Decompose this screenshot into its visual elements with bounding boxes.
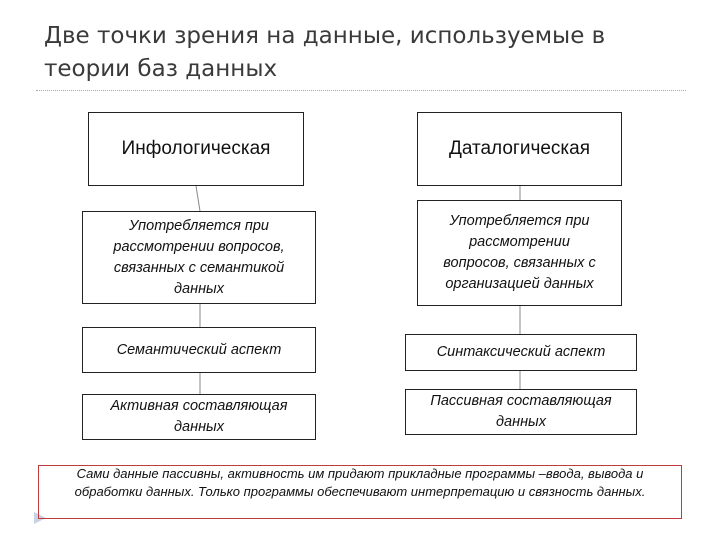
infological-box: Инфологическая — [88, 112, 304, 186]
semantic-aspect-box: Семантический аспект — [82, 327, 316, 373]
infological-usage-text: Употребляется при рассмотрении вопросов,… — [113, 217, 285, 297]
datalogical-usage-box: Употребляется при рассмотрении вопросов,… — [417, 200, 622, 306]
syntactic-aspect-box: Синтаксический аспект — [405, 334, 637, 371]
connector-left-1 — [195, 185, 201, 212]
summary-note-text: Сами данные пассивны, активность им прид… — [74, 466, 646, 499]
datalogical-box: Даталогическая — [417, 112, 622, 186]
datalogical-usage-text: Употребляется при рассмотрении вопросов,… — [443, 213, 596, 292]
summary-note: Сами данные пассивны, активность им прид… — [38, 465, 682, 519]
infological-heading: Инфологическая — [121, 138, 271, 159]
slide-title: Две точки зрения на данные, используемые… — [44, 23, 606, 82]
passive-component-text: Пассивная составляющая данных — [430, 393, 612, 430]
passive-component-box: Пассивная составляющая данных — [405, 389, 637, 435]
title-divider — [36, 90, 686, 91]
active-component-box: Активная составляющая данных — [82, 394, 316, 440]
syntactic-aspect-text: Синтаксический аспект — [436, 344, 606, 360]
datalogical-heading: Даталогическая — [448, 138, 591, 159]
active-component-text: Активная составляющая данных — [110, 398, 288, 435]
semantic-aspect-text: Семантический аспект — [116, 341, 282, 358]
infological-usage-box: Употребляется при рассмотрении вопросов,… — [82, 211, 316, 304]
